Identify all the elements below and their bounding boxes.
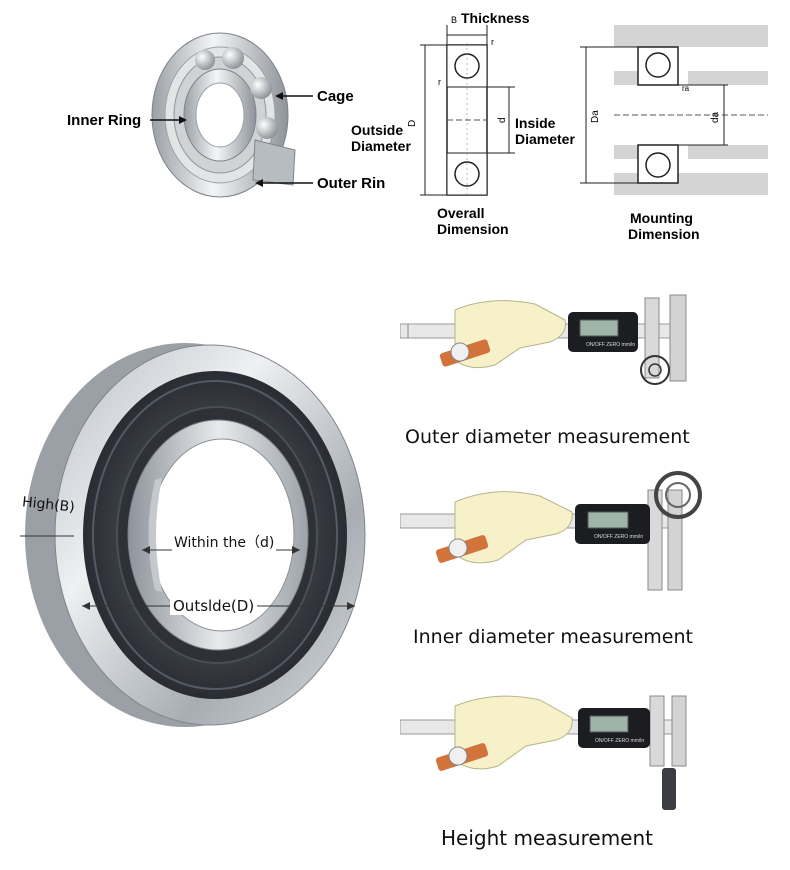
caliper-button-strip: ON/OFF ZERO mm/in xyxy=(594,534,643,540)
outer-diameter-measurement-panel: ON/OFF ZERO mm/in xyxy=(399,290,700,410)
da-label: da xyxy=(710,111,721,123)
sealed-bearing-illustration xyxy=(20,343,366,727)
r-side-label: r xyxy=(438,77,441,87)
inside-diameter-label-line1: Inside xyxy=(515,115,556,131)
bearing-cutaway-illustration: Inner Ring Cage Outer Ring xyxy=(67,32,395,198)
caliper-inner-illustration: ON/OFF ZERO mm/in xyxy=(399,471,702,591)
mounting-caption-line2: Dimension xyxy=(628,226,700,242)
bearing-cutaway-panel: Inner Ring Cage Outer Ring xyxy=(55,20,395,220)
outer-diameter-caption: Outer diameter measurement xyxy=(405,426,690,448)
d-label: d xyxy=(497,117,508,123)
mounting-caption-line1: Mounting xyxy=(630,210,693,226)
inner-diameter-caption: Inner diameter measurement xyxy=(413,626,693,648)
Da-label: Da xyxy=(590,110,601,123)
ball xyxy=(195,50,215,70)
bearing-photo-panel: High(B) Within the（d) Outslde(D) xyxy=(10,330,390,760)
b-label: B xyxy=(451,15,457,25)
caliper-button-strip: ON/OFF ZERO mm/in xyxy=(586,342,635,348)
caliper-height-illustration: ON/OFF ZERO mm/in xyxy=(399,695,687,810)
outside-diameter-label-line1: Outside xyxy=(351,122,403,138)
inner-ring-label: Inner Ring xyxy=(67,112,141,129)
mounting-dimension-panel: Da da ra Mounting Dimension xyxy=(578,25,768,250)
mounting-dimension-diagram: Da da ra Mounting Dimension xyxy=(580,25,768,242)
outside-diameter-label-line2: Diameter xyxy=(351,138,411,154)
caliper-button-strip: ON/OFF ZERO mm/in xyxy=(595,738,644,744)
cage-label: Cage xyxy=(317,88,354,105)
overall-dimension-diagram: B Thickness r r D d Outside Diameter Ins… xyxy=(351,10,575,237)
thickness-label: Thickness xyxy=(461,10,530,26)
outside-d-label: Outslde(D) xyxy=(170,597,258,615)
overall-caption-line2: Dimension xyxy=(437,221,509,237)
outer-ring-label: Outer Ring xyxy=(317,175,385,192)
caliper-outer-illustration: ON/OFF ZERO mm/in xyxy=(399,294,687,385)
ra-label: ra xyxy=(682,84,690,93)
ball xyxy=(222,47,244,69)
height-measurement-panel: ON/OFF ZERO mm/in xyxy=(399,690,710,820)
ball xyxy=(250,77,272,99)
D-label: D xyxy=(407,120,418,127)
r-top-label: r xyxy=(491,37,494,47)
height-caption: Height measurement xyxy=(441,826,654,850)
inside-diameter-label-line2: Diameter xyxy=(515,131,575,147)
overall-dimension-panel: B Thickness r r D d Outside Diameter Ins… xyxy=(345,5,595,245)
ball xyxy=(256,117,278,139)
within-d-label: Within the（d) xyxy=(172,532,277,552)
inner-diameter-measurement-panel: ON/OFF ZERO mm/in xyxy=(399,470,710,610)
overall-caption-line1: Overall xyxy=(437,205,484,221)
